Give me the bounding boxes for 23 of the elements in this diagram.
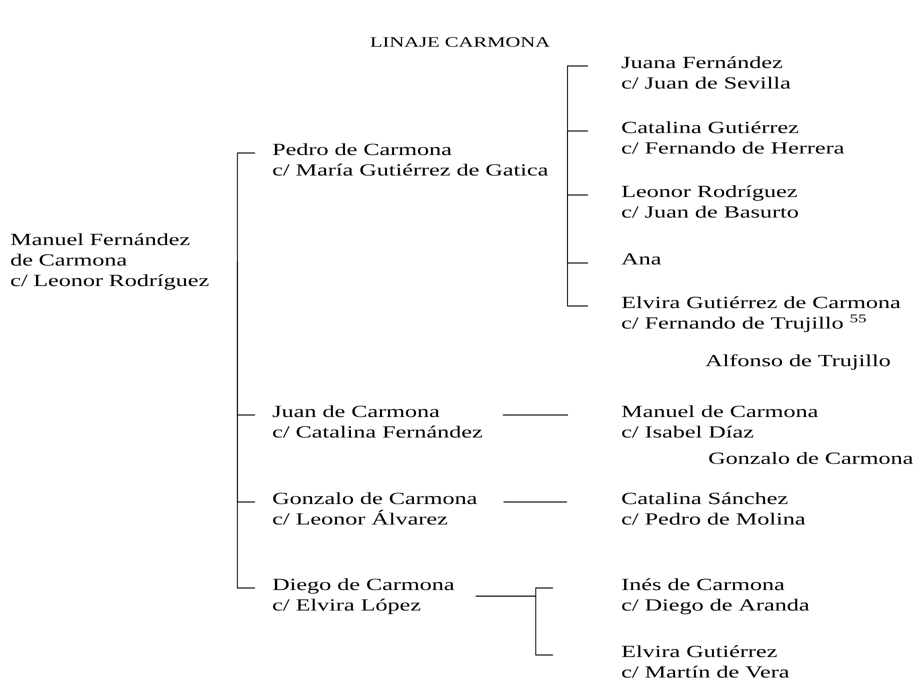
descendant-name: Alfonso de Trujillo — [705, 354, 890, 370]
person-entry: Leonor Rodríguez c/ Juan de Basurto — [622, 185, 798, 218]
person-entry: Inés de Carmona c/ Diego de Aranda — [622, 578, 810, 614]
person-entry: Catalina Sánchez c/ Pedro de Molina — [622, 492, 806, 525]
descendant-name: Gonzalo de Carmona — [709, 452, 913, 464]
bracket-line — [567, 130, 588, 160]
person-entry: Manuel de Carmona c/ Isabel Díaz — [622, 405, 818, 438]
title: LINAJE CARMONA — [370, 37, 550, 47]
person-entry: Catalina Gutiérrez c/ Fernando de Herrera — [622, 121, 844, 154]
person-entry: Elvira Gutiérrez de Carmona c/ Fernando de Trujillo $^{55}$ — [622, 296, 900, 332]
bracket-line — [567, 158, 588, 306]
person-entry: Juana Fernández c/ Juan de Sevilla — [622, 56, 790, 89]
person-entry: Juan de Carmona c/ Catalina Fernández — [272, 405, 482, 438]
person-entry: Pedro de Carmona c/ María Gutiérrez de Gatica — [272, 143, 548, 176]
bracket-line — [236, 152, 256, 262]
person-entry: Diego de Carmona c/ Elvira López — [272, 578, 454, 614]
bracket-line — [236, 261, 256, 588]
person-entry: Manuel Fernández de Carmona c/ Leonor Rodríguez — [10, 233, 209, 290]
person-entry: Ana — [621, 253, 662, 265]
bracket-line — [475, 596, 554, 656]
person-entry: Elvira Gutiérrez c/ Martín de Vera — [622, 645, 790, 678]
person-entry: Gonzalo de Carmona c/ Leonor Álvarez — [273, 492, 477, 525]
connector-line — [502, 414, 568, 416]
